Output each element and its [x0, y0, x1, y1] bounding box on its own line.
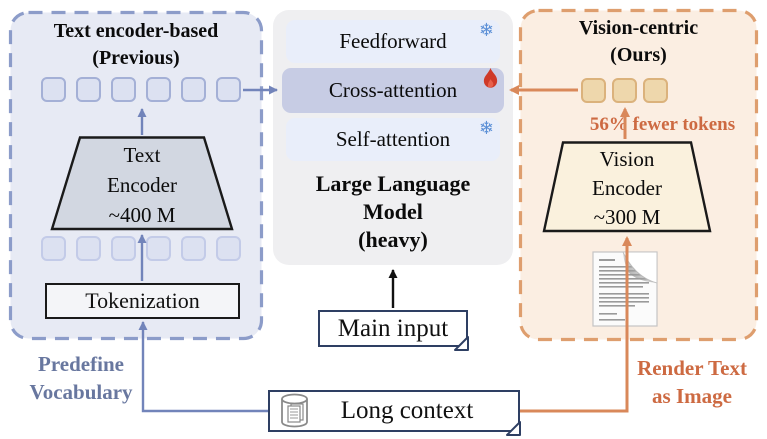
document-database-icon: [281, 393, 308, 428]
token: [146, 77, 171, 102]
llm-title-line1: Large Language: [315, 171, 471, 196]
page-fold-icon: [454, 336, 469, 351]
right-panel-title-line1: Vision-centric: [578, 17, 699, 39]
token: [41, 236, 66, 261]
self-attention-label: Self-attention: [335, 127, 451, 151]
right-panel-title-line2: (Ours): [610, 44, 667, 66]
text-encoder-line3: ~400 M: [108, 203, 176, 227]
render-text-line2: as Image: [652, 384, 732, 408]
fewer-tokens-note: 56% fewer tokens: [589, 114, 736, 135]
token: [181, 77, 206, 102]
token: [76, 77, 101, 102]
long-context-label: Long context: [340, 397, 474, 424]
snowflake-icon: ❄: [478, 118, 494, 139]
vision-encoder-line2: Encoder: [592, 176, 662, 200]
left-token-row-top: [41, 77, 241, 102]
long-context-box: Long context: [268, 390, 521, 436]
render-text-line1: Render Text: [637, 356, 747, 380]
layer-feedforward: Feedforward ❄: [286, 20, 500, 63]
right-token-row: [581, 78, 668, 103]
token: [216, 236, 241, 261]
tokenization-label: Tokenization: [85, 288, 200, 313]
layer-cross-attention: Cross-attention: [282, 68, 504, 113]
main-input-box: Main input: [318, 310, 469, 351]
left-panel-title: Text encoder-based (Previous): [18, 18, 254, 72]
llm-title: Large Language Model (heavy): [273, 170, 513, 254]
text-encoder-trapezoid: [50, 136, 234, 231]
text-encoder-line2: Encoder: [107, 173, 177, 197]
right-panel-title: Vision-centric (Ours): [528, 15, 749, 69]
vision-encoder-label: Vision Encoder ~300 M: [542, 145, 712, 232]
text-encoder-label: Text Encoder ~400 M: [50, 140, 234, 230]
text-encoder-line1: Text: [123, 143, 161, 167]
main-input-label: Main input: [337, 314, 449, 342]
token: [581, 78, 606, 103]
token: [181, 236, 206, 261]
vision-encoder-line1: Vision: [599, 147, 655, 171]
token: [612, 78, 637, 103]
predefine-line1: Predefine: [38, 352, 124, 376]
rendered-text-image: [592, 251, 658, 327]
token: [216, 77, 241, 102]
layer-self-attention: Self-attention ❄: [286, 118, 500, 161]
page-fold-icon: [506, 421, 521, 436]
predefine-vocabulary-caption: Predefine Vocabulary: [6, 350, 156, 406]
vision-encoder-trapezoid: [542, 141, 712, 233]
llm-title-line2: Model: [363, 199, 423, 224]
token: [76, 236, 101, 261]
feedforward-label: Feedforward: [339, 29, 447, 53]
left-token-row-bottom: [41, 236, 241, 261]
render-text-caption: Render Text as Image: [622, 354, 762, 410]
token: [643, 78, 668, 103]
token: [111, 236, 136, 261]
snowflake-icon: ❄: [478, 20, 494, 41]
left-panel-title-line1: Text encoder-based: [53, 20, 219, 42]
vision-encoder-line3: ~300 M: [593, 205, 661, 229]
llm-title-line3: (heavy): [358, 227, 428, 252]
predefine-line2: Vocabulary: [29, 380, 133, 404]
tokenization-box: Tokenization: [45, 283, 240, 319]
token: [41, 77, 66, 102]
cross-attention-label: Cross-attention: [328, 78, 458, 102]
fire-icon: [483, 68, 498, 88]
left-panel-title-line2: (Previous): [92, 47, 180, 69]
token: [146, 236, 171, 261]
token: [111, 77, 136, 102]
